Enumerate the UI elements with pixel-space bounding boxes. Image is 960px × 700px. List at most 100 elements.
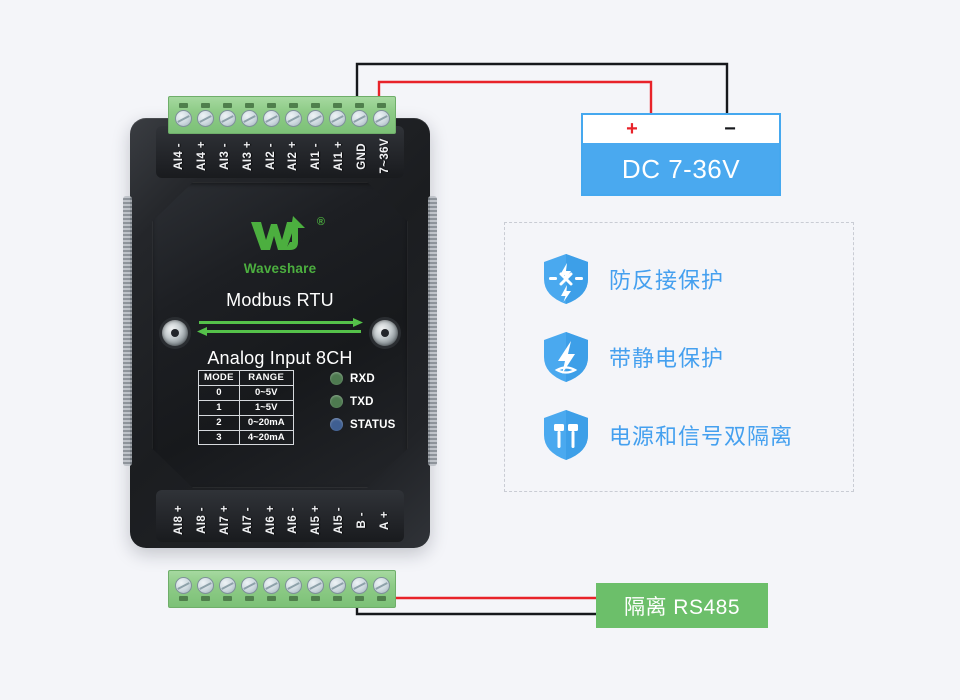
feature-label-esd: 带静电保护 [609,346,725,371]
feature-list: 防反接保护 带静电保护 [541,251,793,485]
terminal-screw-cell[interactable] [240,103,258,127]
cell-mode: 3 [198,429,240,446]
modbus-rtu-analog-input-device: AI4 - AI4 + AI3 - AI3 + AI2 - AI2 + AI1 … [123,96,437,608]
terminal-label-b-minus: B - [355,511,368,529]
terminal-screw-cell[interactable] [372,577,390,601]
terminal-notch-icon [354,103,364,108]
terminal-screw-cell[interactable] [328,577,346,601]
terminal-notch-icon [354,596,364,601]
terminal-screw-cell[interactable] [218,577,236,601]
table-row: 0 0~5V [198,384,294,401]
cell-range: 4~20mA [238,429,294,446]
terminal-screw-cell[interactable] [306,103,324,127]
terminal-notch-icon [200,103,210,108]
terminal-screw-cell[interactable] [196,103,214,127]
terminal-notch-icon [288,103,298,108]
shield-esd-icon [544,332,588,382]
feature-item-esd: 带静电保护 [541,329,793,385]
terminal-notch-icon [376,596,386,601]
terminal-notch-icon [244,596,254,601]
waveshare-logo-icon: ® [249,214,325,254]
terminal-label-a-plus: A + [378,510,391,530]
terminal-screw-icon [240,577,258,594]
terminal-labels-bottom: AI8 + AI8 - AI7 + AI7 - AI6 + AI6 - AI5 … [168,494,396,546]
column-header-mode: MODE [198,370,240,386]
rs485-bus-box: 隔离 RS485 [596,583,768,628]
brand-name: Waveshare [243,261,317,276]
cell-mode: 1 [198,399,240,416]
terminal-screw-cell[interactable] [196,577,214,601]
dc-positive-terminal: + [626,118,638,140]
cell-mode: 0 [198,384,240,401]
terminal-notch-icon [244,103,254,108]
table-row: 3 4~20mA [198,429,294,446]
terminal-screw-cell[interactable] [218,103,236,127]
terminal-screw-icon [218,110,236,127]
cell-range: 1~5V [238,399,294,416]
terminal-label-ai6-plus: AI6 + [264,505,277,535]
dc-power-supply-box: + − DC 7-36V [581,113,781,196]
terminal-notch-icon [332,103,342,108]
terminal-label-ai4-plus: AI4 + [196,141,209,171]
terminal-screw-cell[interactable] [284,103,302,127]
terminal-label-ai4-minus: AI4 - [173,142,186,170]
terminal-notch-icon [222,103,232,108]
feature-item-isolation: 电源和信号双隔离 [541,407,793,463]
led-row-status: STATUS [330,418,396,431]
terminal-screw-icon [196,110,214,127]
terminal-screw-cell[interactable] [350,103,368,127]
terminal-label-ai6-minus: AI6 - [287,506,300,534]
terminal-notch-icon [222,596,232,601]
table-row: 2 0~20mA [198,414,294,431]
terminal-screw-cell[interactable] [262,103,280,127]
terminal-label-ai8-plus: AI8 + [173,505,186,535]
terminal-label-ai8-minus: AI8 - [196,506,209,534]
product-title-line1: Modbus RTU [226,290,334,310]
mounting-screw-left-icon [162,320,188,346]
terminal-label-ai5-plus: AI5 + [310,505,323,535]
terminal-screw-cell[interactable] [372,103,390,127]
terminal-screw-icon [240,110,258,127]
terminal-screw-icon [284,110,302,127]
led-row-rxd: RXD [330,372,396,385]
terminal-screw-icon [350,110,368,127]
terminal-screw-icon [218,577,236,594]
led-rxd-icon [330,372,343,385]
terminal-notch-icon [200,596,210,601]
terminal-label-ai7-minus: AI7 - [241,506,254,534]
column-header-range: RANGE [238,370,294,386]
terminal-label-vin: 7~36V [378,138,391,174]
terminal-screw-cell[interactable] [350,577,368,601]
led-label-txd: TXD [350,395,374,408]
rs485-label: 隔离 RS485 [623,595,741,619]
terminal-label-ai5-minus: AI5 - [332,506,345,534]
wire-rs485-a [377,580,598,600]
terminal-screw-cell[interactable] [328,103,346,127]
terminal-screw-icon [350,577,368,594]
terminal-screw-cell[interactable] [240,577,258,601]
terminal-screw-icon [328,577,346,594]
led-indicator-group: RXD TXD STATUS [330,372,396,441]
terminal-screw-cell[interactable] [284,577,302,601]
feature-label-reverse-polarity: 防反接保护 [609,268,725,293]
cell-mode: 2 [198,414,240,431]
mounting-screw-right-icon [372,320,398,346]
terminal-screw-cell[interactable] [174,577,192,601]
terminal-screw-icon [328,110,346,127]
terminal-notch-icon [288,596,298,601]
terminal-screw-cell[interactable] [174,103,192,127]
registered-trademark-icon: ® [316,216,325,228]
terminal-label-ai7-plus: AI7 + [218,505,231,535]
product-title-line2: Analog Input 8CH [207,348,353,368]
shield-reverse-polarity-icon [544,254,588,304]
terminal-screw-cell[interactable] [262,577,280,601]
dc-polarity-header: + − [583,115,779,143]
bidirectional-arrow-icon [197,318,363,336]
terminal-screw-icon [262,110,280,127]
terminal-screw-cell[interactable] [306,577,324,601]
terminal-label-ai2-plus: AI2 + [287,141,300,171]
terminal-notch-icon [332,596,342,601]
terminal-labels-top: AI4 - AI4 + AI3 - AI3 + AI2 - AI2 + AI1 … [168,130,396,182]
terminal-notch-icon [178,103,188,108]
led-row-txd: TXD [330,395,396,408]
